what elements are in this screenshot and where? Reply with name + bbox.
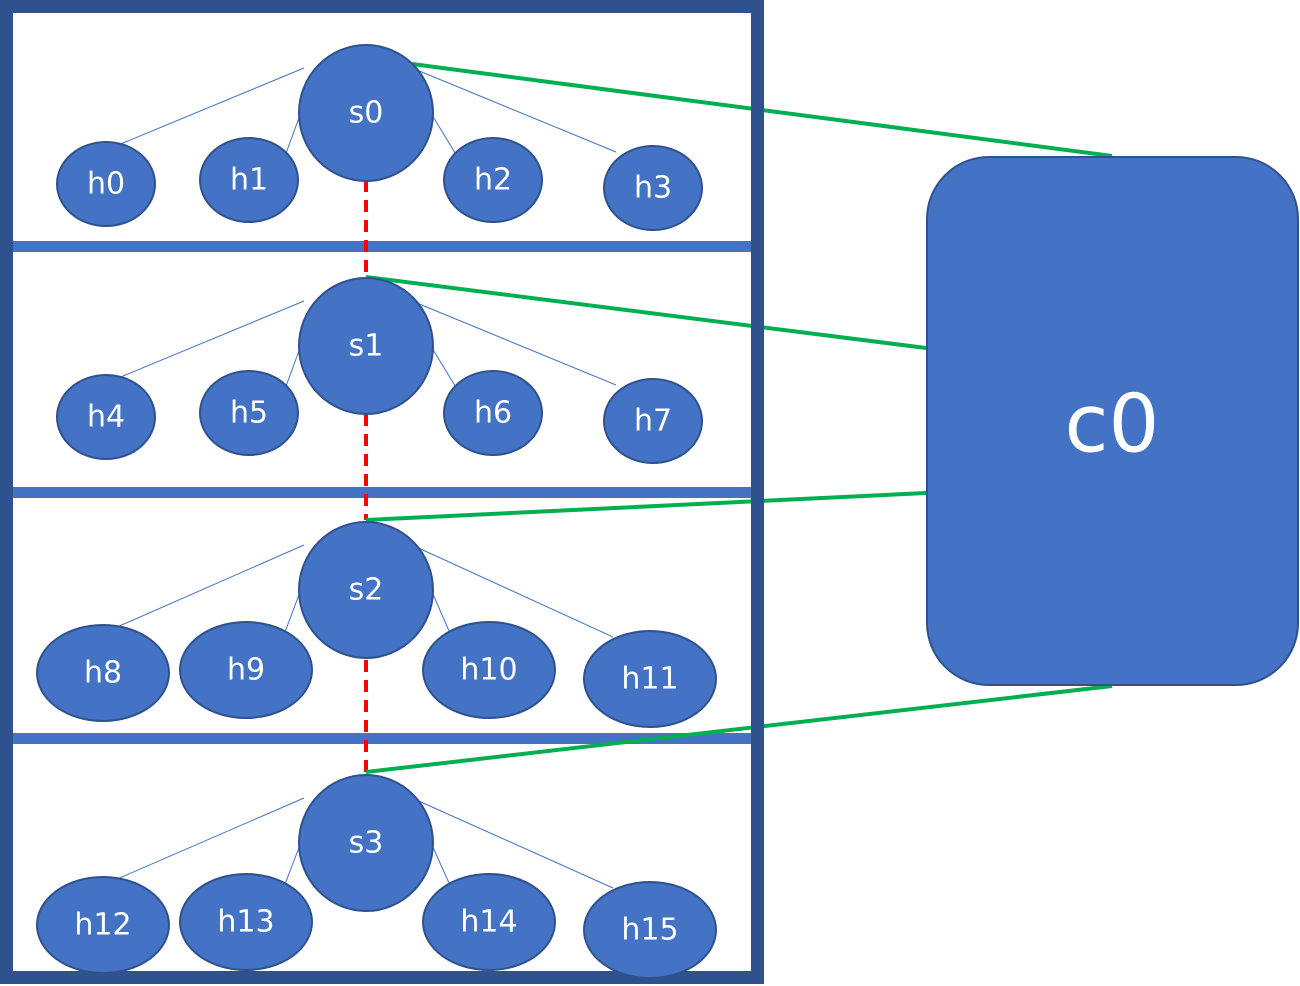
host-node bbox=[422, 873, 556, 971]
host-label: h15 bbox=[621, 913, 678, 948]
host-h8: h8 bbox=[36, 624, 170, 722]
host-node bbox=[443, 370, 543, 456]
host-node bbox=[603, 145, 703, 231]
switch-s3: s3 bbox=[298, 774, 434, 912]
host-h9: h9 bbox=[179, 621, 313, 719]
switch-label: s1 bbox=[349, 329, 384, 364]
switch-label: s3 bbox=[349, 826, 384, 861]
host-node bbox=[56, 141, 156, 227]
host-links bbox=[107, 67, 617, 893]
host-h4: h4 bbox=[56, 374, 156, 460]
host-h6: h6 bbox=[443, 370, 543, 456]
host-h13: h13 bbox=[179, 873, 313, 971]
host-label: h1 bbox=[230, 163, 268, 198]
host-link bbox=[431, 347, 458, 390]
controller-node bbox=[926, 156, 1299, 686]
host-link bbox=[110, 300, 305, 382]
host-node bbox=[56, 374, 156, 460]
host-node bbox=[36, 624, 170, 722]
host-label: h4 bbox=[87, 400, 125, 435]
host-link bbox=[107, 797, 305, 884]
host-label: h12 bbox=[74, 908, 131, 943]
switch-node bbox=[298, 774, 434, 912]
host-link bbox=[411, 544, 614, 638]
host-link bbox=[411, 797, 614, 889]
host-label: h10 bbox=[460, 653, 517, 688]
switch-node bbox=[298, 44, 434, 182]
segment-divider bbox=[6, 241, 758, 252]
switch-s0: s0 bbox=[298, 44, 434, 182]
switch-node bbox=[298, 521, 434, 659]
host-node bbox=[179, 621, 313, 719]
host-label: h5 bbox=[230, 396, 268, 431]
host-h7: h7 bbox=[603, 378, 703, 464]
segment-divider bbox=[6, 733, 758, 744]
host-node bbox=[179, 873, 313, 971]
host-h12: h12 bbox=[36, 876, 170, 974]
host-node bbox=[422, 621, 556, 719]
segment-divider bbox=[6, 487, 758, 498]
host-h3: h3 bbox=[603, 145, 703, 231]
nodes: s0 h0 h1 h2 h3 s1 h4 h5 h6 h7 s2 h8 h9 h10 h11 s3 h12 h13… bbox=[36, 44, 717, 979]
switch-node bbox=[298, 277, 434, 415]
host-node bbox=[583, 881, 717, 979]
host-h1: h1 bbox=[199, 137, 299, 223]
host-node bbox=[583, 630, 717, 728]
host-label: h0 bbox=[87, 167, 125, 202]
host-h11: h11 bbox=[583, 630, 717, 728]
host-area-frame bbox=[0, 0, 764, 984]
host-link bbox=[284, 347, 301, 390]
host-link bbox=[411, 67, 617, 153]
switch-s1: s1 bbox=[298, 277, 434, 415]
host-area-frame-border bbox=[0, 0, 764, 984]
host-label: h6 bbox=[474, 396, 512, 431]
host-h14: h14 bbox=[422, 873, 556, 971]
controller: c0 bbox=[926, 156, 1299, 686]
host-link bbox=[284, 114, 301, 157]
host-h5: h5 bbox=[199, 370, 299, 456]
host-link bbox=[107, 544, 305, 632]
host-label: h7 bbox=[634, 404, 672, 439]
switch-label: s2 bbox=[349, 573, 384, 608]
host-node bbox=[443, 137, 543, 223]
controller-link bbox=[365, 491, 927, 522]
host-node bbox=[603, 378, 703, 464]
host-link bbox=[110, 67, 305, 149]
host-h10: h10 bbox=[422, 621, 556, 719]
controller-label: c0 bbox=[1065, 378, 1160, 471]
switch-s2: s2 bbox=[298, 521, 434, 659]
host-node bbox=[199, 137, 299, 223]
host-label: h13 bbox=[217, 905, 274, 940]
host-label: h2 bbox=[474, 163, 512, 198]
controller-link bbox=[365, 275, 927, 350]
host-label: h8 bbox=[84, 656, 122, 691]
host-link bbox=[431, 114, 458, 157]
controller-link bbox=[365, 684, 1113, 774]
host-h0: h0 bbox=[56, 141, 156, 227]
host-h2: h2 bbox=[443, 137, 543, 223]
switch-label: s0 bbox=[349, 96, 384, 131]
host-node bbox=[199, 370, 299, 456]
host-label: h11 bbox=[621, 662, 678, 697]
host-link bbox=[411, 300, 617, 386]
host-label: h14 bbox=[460, 905, 517, 940]
host-h15: h15 bbox=[583, 881, 717, 979]
segment-dividers bbox=[6, 241, 758, 744]
host-label: h9 bbox=[227, 653, 265, 688]
host-node bbox=[36, 876, 170, 974]
controller-links bbox=[365, 62, 1113, 774]
host-label: h3 bbox=[634, 171, 672, 206]
